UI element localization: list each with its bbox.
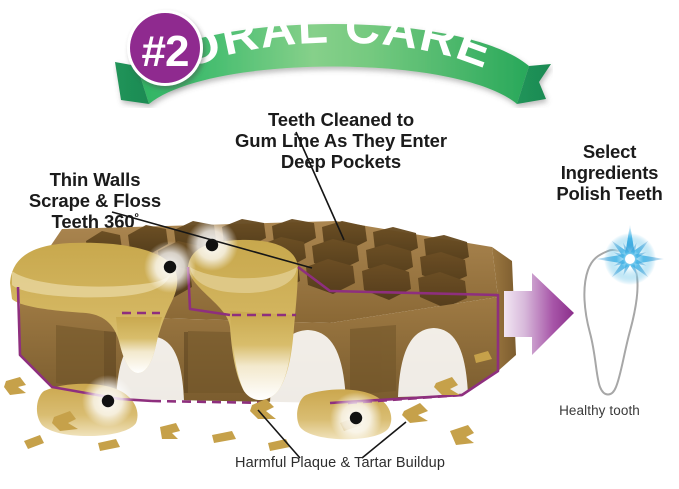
leader-line-plaque-right	[361, 421, 407, 459]
marker-dot-thin-walls	[163, 260, 177, 274]
callout-right-line1: Select	[582, 141, 637, 162]
callout-left-line3: Teeth 360º	[2, 210, 188, 233]
process-arrow	[504, 273, 574, 355]
tooth-left-molar	[10, 242, 178, 373]
green-ribbon-shape	[115, 24, 551, 104]
banner-group: ORAL CARE #2	[113, 4, 553, 108]
leader-line-plaque-left	[257, 409, 301, 459]
badge-number-text: #2	[142, 27, 189, 76]
callout-right: Select Ingredients Polish Teeth	[540, 141, 679, 205]
leader-line-gum-line	[295, 131, 345, 241]
marker-dots	[82, 219, 382, 444]
marker-dot-plaque-left	[101, 394, 115, 408]
callout-center-line2: Gum Line As They Enter	[235, 129, 447, 151]
tooth-center-molar	[188, 239, 298, 400]
callout-center-line1: Teeth Cleaned to	[267, 109, 415, 130]
callout-left-line2: Scrape & Floss	[28, 189, 162, 211]
callout-center: Teeth Cleaned to Gum Line As They Enter …	[196, 109, 486, 173]
leader-lines	[111, 131, 407, 459]
leader-line-thin-walls	[111, 211, 313, 269]
marker-dot-gum-line-a	[205, 238, 219, 252]
callout-right-line3: Polish Teeth	[556, 182, 663, 204]
caption-healthy-tooth: Healthy tooth	[559, 403, 640, 418]
banner-title: ORAL CARE	[174, 4, 499, 79]
arrow-and-healthy-tooth	[504, 225, 664, 396]
marker-dot-plaque-right	[349, 411, 363, 425]
degree-symbol: º	[134, 211, 139, 224]
callout-right-line2: Ingredients	[560, 161, 659, 183]
dental-chew-illustration	[4, 219, 516, 451]
callout-left-line3-text: Teeth 360	[51, 210, 135, 232]
callout-left: Thin Walls Scrape & Floss Teeth 360º	[2, 169, 188, 233]
caption-plaque: Harmful Plaque & Tartar Buildup	[235, 455, 445, 471]
callout-left-line1: Thin Walls	[49, 169, 141, 190]
sparkle-icon	[596, 225, 664, 285]
badge-number: #2	[127, 10, 203, 86]
